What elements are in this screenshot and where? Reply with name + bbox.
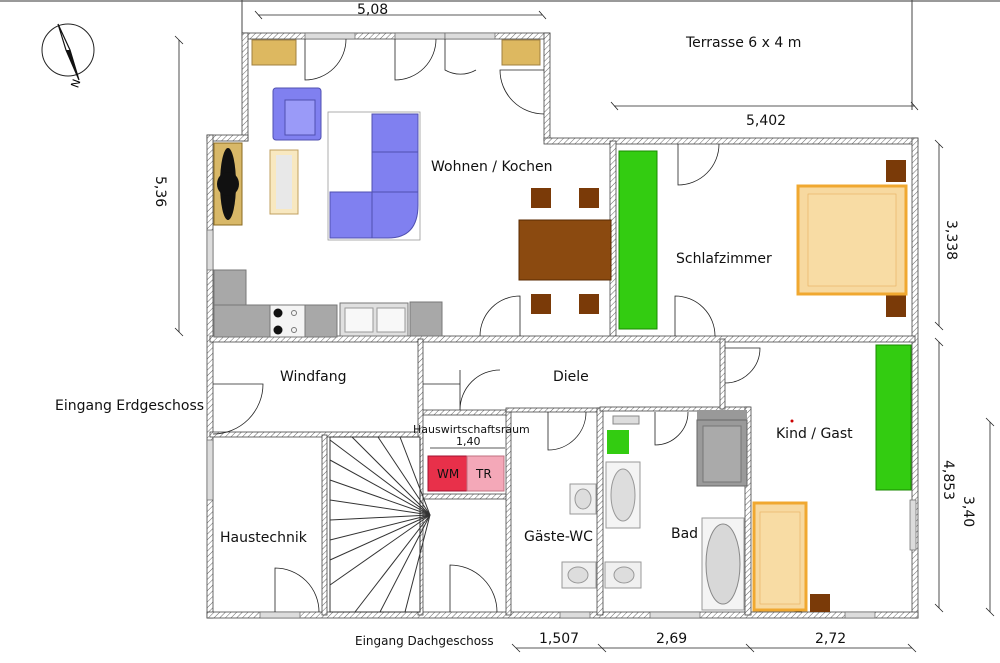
label-bad: Bad	[671, 526, 698, 542]
dim-bottom-3: 2,72	[815, 631, 846, 647]
label-hauswirtschaftsraum: Hauswirtschaftsraum	[413, 423, 530, 436]
dim-left-height: 5,36	[152, 176, 168, 207]
living-furniture	[213, 39, 612, 338]
dryer	[466, 455, 505, 492]
dim-hwr-width: 1,40	[456, 435, 481, 448]
chair-1	[531, 188, 551, 208]
label-wm: WM	[437, 467, 459, 481]
washing-machine	[427, 455, 468, 492]
compass-icon: N	[41, 23, 95, 90]
label-schlafzimmer: Schlafzimmer	[676, 251, 772, 267]
wardrobe	[618, 150, 658, 330]
dim-bottom-1: 1,507	[539, 631, 579, 647]
label-windfang: Windfang	[280, 369, 346, 385]
sofa	[329, 113, 419, 239]
label-gaeste-wc: Gäste-WC	[524, 529, 593, 545]
dim-bedroom-height: 3,338	[943, 220, 959, 260]
compass-n: N	[68, 78, 83, 90]
kind-furniture	[752, 344, 912, 612]
label-terrasse: Terrasse 6 x 4 m	[685, 35, 801, 51]
windows	[206, 32, 917, 619]
label-eingang-dachgeschoss: Eingang Dachgeschoss	[355, 634, 494, 648]
label-kind-gast: Kind / Gast	[776, 426, 853, 442]
cabinet-left	[251, 39, 297, 66]
staircase	[329, 436, 431, 613]
bath-furniture	[427, 410, 748, 611]
cabinet-right	[501, 39, 541, 66]
dim-terrace-width: 5,402	[746, 113, 786, 129]
label-eingang-erdgeschoss: Eingang Erdgeschoss	[55, 398, 204, 414]
label-wohnen-kochen: Wohnen / Kochen	[431, 159, 553, 175]
chair-4	[579, 294, 599, 314]
dimension-lines	[174, 10, 995, 653]
label-tr: TR	[475, 467, 492, 481]
dim-right-total: 3,40	[960, 496, 976, 527]
bedroom-furniture	[618, 150, 908, 330]
dining-table	[518, 219, 612, 281]
label-diele: Diele	[553, 369, 589, 385]
chair-3	[531, 294, 551, 314]
dim-kind-height: 4,853	[940, 460, 956, 500]
dim-bottom-2: 2,69	[656, 631, 687, 647]
dim-top-width: 5,08	[357, 2, 388, 18]
label-haustechnik: Haustechnik	[220, 530, 308, 546]
chair-2	[579, 188, 599, 208]
wardrobe-kind	[875, 344, 912, 491]
